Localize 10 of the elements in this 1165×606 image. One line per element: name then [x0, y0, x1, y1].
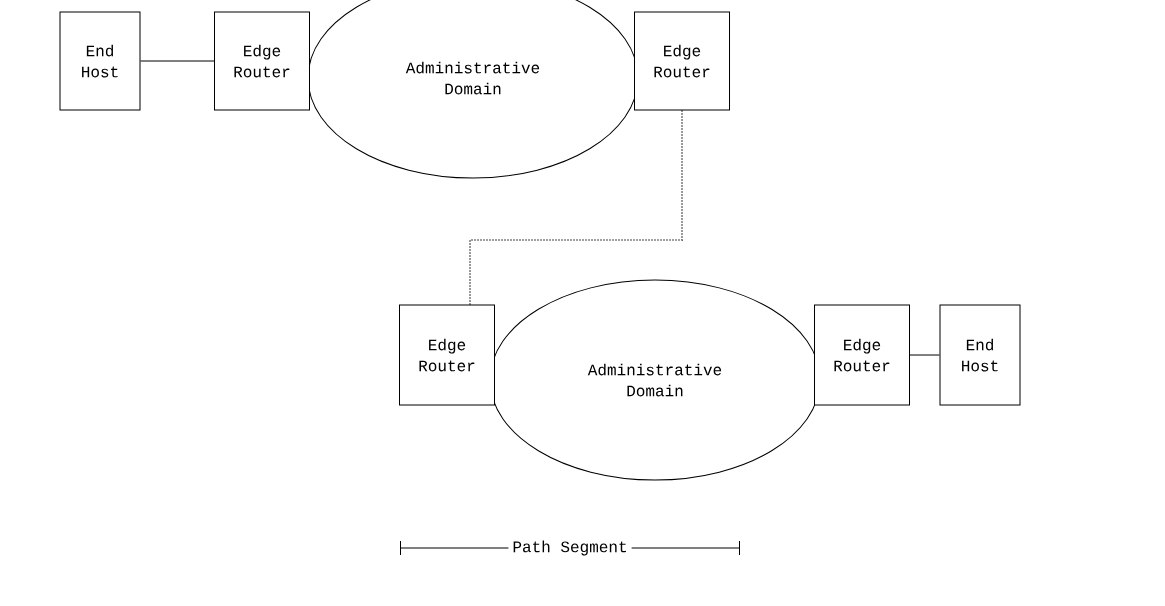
connector-line: [909, 354, 940, 356]
host-box: End Host: [939, 304, 1021, 406]
router-box: Edge Router: [814, 304, 910, 406]
connector-line: [469, 109, 683, 306]
router-box: Edge Router: [634, 11, 730, 111]
connector-line: [140, 60, 215, 62]
dimension-line: Path Segment: [400, 536, 740, 560]
router-box: Edge Router: [399, 304, 495, 406]
host-box: End Host: [59, 11, 141, 111]
router-box: Edge Router: [214, 11, 310, 111]
